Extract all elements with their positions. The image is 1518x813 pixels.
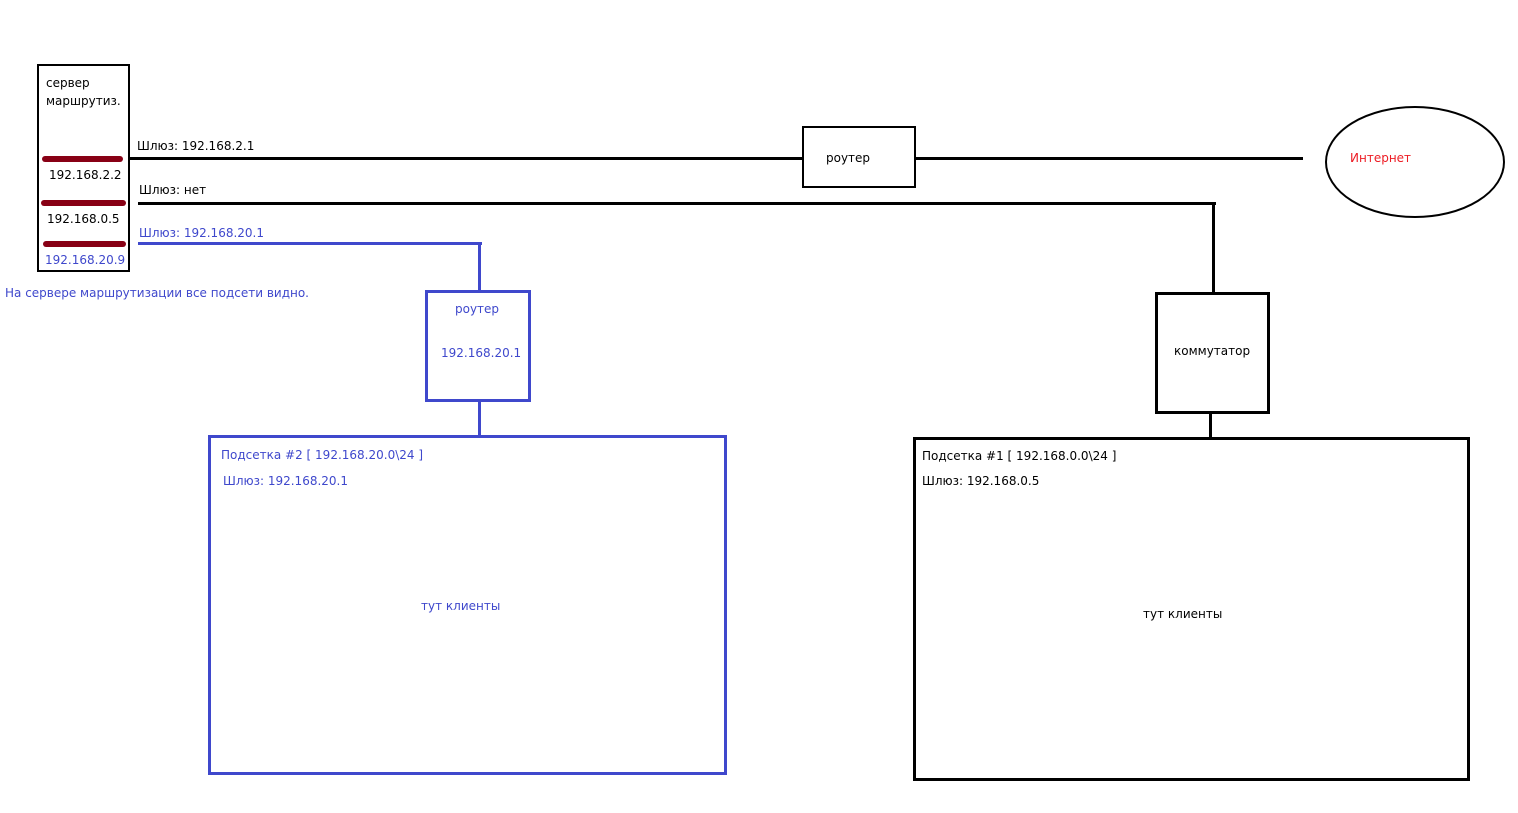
subnet2-router-box: [425, 290, 531, 402]
routing-server-box: [37, 64, 130, 272]
gateway-lan2-label: Шлюз: 192.168.20.1: [139, 226, 264, 240]
switch-label: коммутатор: [1174, 344, 1251, 358]
internet-link-line: [915, 157, 1303, 160]
lan2-drop-line: [478, 242, 481, 292]
server-title-line2: маршрутиз.: [46, 94, 121, 108]
switch-to-subnet1-line: [1209, 414, 1212, 439]
subnet1-title: Подсетка #1 [ 192.168.0.0\24 ]: [922, 449, 1117, 463]
subnet2-gateway: Шлюз: 192.168.20.1: [223, 474, 348, 488]
main-router-label: роутер: [826, 151, 871, 165]
lan2-link-line: [138, 242, 482, 245]
wan-link-line: [130, 157, 803, 160]
subnet2-router-label: роутер: [455, 302, 500, 316]
subnet1-clients: тут клиенты: [1143, 607, 1223, 621]
subnet1-gateway: Шлюз: 192.168.0.5: [922, 474, 1040, 488]
subnet1-box: [913, 437, 1470, 781]
switch-box: [1155, 292, 1270, 414]
subnet2-title: Подсетка #2 [ 192.168.20.0\24 ]: [221, 448, 424, 462]
subnet2-router-ip: 192.168.20.1: [441, 346, 522, 360]
router-to-subnet2-line: [478, 402, 481, 436]
gateway-wan-label: Шлюз: 192.168.2.1: [137, 139, 255, 153]
server-nic-lan1: [41, 200, 126, 206]
main-router-box: [802, 126, 916, 188]
server-ip-lan1: 192.168.0.5: [47, 212, 120, 226]
lan1-link-line: [138, 202, 1216, 205]
internet-label: Интернет: [1350, 151, 1412, 165]
server-ip-lan2: 192.168.20.9: [45, 253, 126, 267]
server-title-line1: сервер: [46, 76, 90, 90]
subnet2-clients: тут клиенты: [421, 599, 501, 613]
gateway-lan1-label: Шлюз: нет: [139, 183, 207, 197]
lan1-drop-line: [1212, 202, 1215, 293]
routing-note: На сервере маршрутизации все подсети вид…: [5, 286, 309, 300]
server-nic-wan: [42, 156, 123, 162]
server-ip-wan: 192.168.2.2: [49, 168, 122, 182]
server-nic-lan2: [43, 241, 126, 247]
subnet2-box: [208, 435, 727, 775]
